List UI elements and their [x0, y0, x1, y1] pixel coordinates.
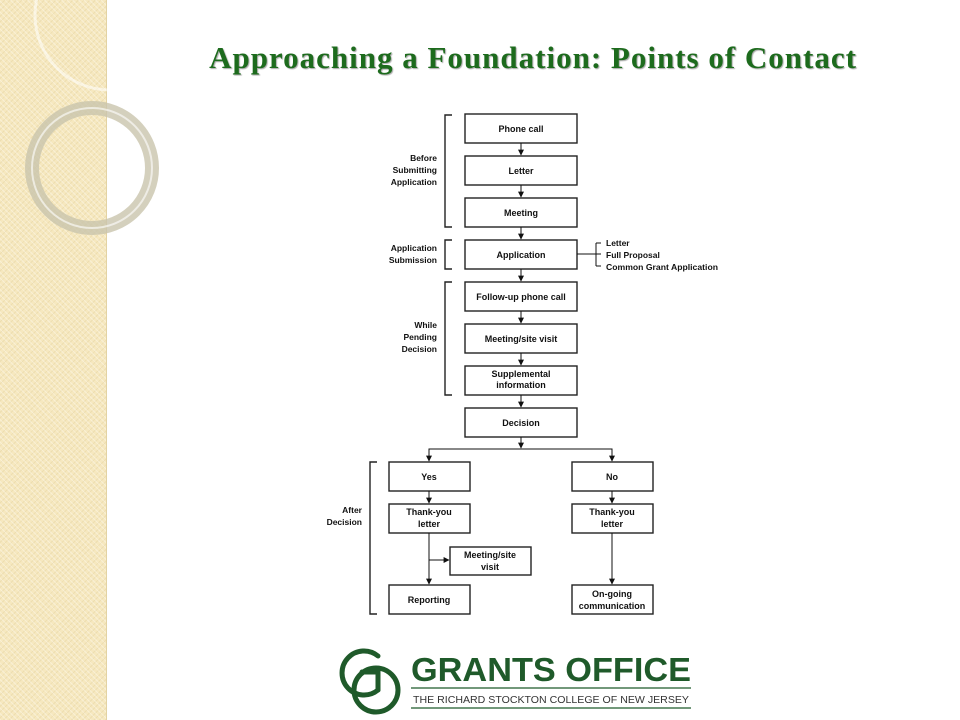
- decorative-ring-highlight: [31, 107, 153, 229]
- phase-after-line-2: Decision: [327, 517, 362, 527]
- step-labels: Phone call Letter Meeting Application Fo…: [406, 124, 645, 611]
- logo-monogram-g-bar: [359, 669, 381, 693]
- step-yes: Yes: [421, 472, 437, 482]
- step-meeting: Meeting: [504, 208, 538, 218]
- option-common-grant-application: Common Grant Application: [606, 262, 718, 272]
- bracket-submission: [444, 239, 452, 270]
- phase-labels: Before Submitting Application Applicatio…: [327, 153, 438, 527]
- step-thank-you-no-line-1: Thank-you: [589, 507, 635, 517]
- logo-name: GRANTS OFFICE: [411, 651, 691, 688]
- application-options: Letter Full Proposal Common Grant Applic…: [606, 238, 718, 272]
- step-site-visit-after-line-1: Meeting/site: [464, 550, 516, 560]
- phase-brackets: [369, 114, 452, 615]
- step-reporting: Reporting: [408, 595, 451, 605]
- step-application: Application: [497, 250, 546, 260]
- phase-before-line-3: Application: [391, 177, 437, 187]
- step-no: No: [606, 472, 618, 482]
- box-reporting: [388, 584, 471, 615]
- step-thank-you-no-line-2: letter: [601, 519, 624, 529]
- logo-monogram: [339, 648, 401, 715]
- phase-pending-line-3: Decision: [402, 344, 437, 354]
- phase-pending-line-1: While: [414, 320, 437, 330]
- step-supplemental-line-2: information: [496, 380, 546, 390]
- bracket-pending: [444, 281, 452, 396]
- box-site-visit-after: [449, 546, 532, 576]
- logo-subtitle: THE RICHARD STOCKTON COLLEGE OF NEW JERS…: [413, 694, 689, 706]
- box-ongoing: [571, 584, 654, 615]
- bracket-after: [369, 461, 377, 615]
- logo-monogram-o: [351, 665, 401, 715]
- phase-before-line-1: Before: [410, 153, 437, 163]
- phase-submission-line-2: Submission: [389, 255, 437, 265]
- step-site-visit: Meeting/site visit: [485, 334, 558, 344]
- step-supplemental-line-1: Supplemental: [491, 369, 550, 379]
- flow-arrows: [426, 143, 615, 585]
- step-ongoing-line-1: On-going: [592, 589, 632, 599]
- decorative-circle-large: [33, 0, 160, 92]
- step-ongoing-line-2: communication: [579, 601, 646, 611]
- step-phone-call: Phone call: [498, 124, 543, 134]
- logo-monogram-g: [339, 648, 381, 698]
- bracket-before: [444, 114, 452, 228]
- slide-title: Approaching a Foundation: Points of Cont…: [209, 40, 857, 75]
- phase-before-line-2: Submitting: [393, 165, 437, 175]
- step-follow-up: Follow-up phone call: [476, 292, 566, 302]
- step-site-visit-after-line-2: visit: [481, 562, 499, 572]
- phase-pending-line-2: Pending: [403, 332, 437, 342]
- step-letter: Letter: [508, 166, 534, 176]
- step-thank-you-yes-line-1: Thank-you: [406, 507, 452, 517]
- option-letter: Letter: [606, 238, 630, 248]
- step-thank-you-yes-line-2: letter: [418, 519, 441, 529]
- step-decision: Decision: [502, 418, 540, 428]
- decorative-circles: [25, 0, 160, 235]
- phase-submission-line-1: Application: [391, 243, 437, 253]
- phase-after-line-1: After: [342, 505, 363, 515]
- option-full-proposal: Full Proposal: [606, 250, 660, 260]
